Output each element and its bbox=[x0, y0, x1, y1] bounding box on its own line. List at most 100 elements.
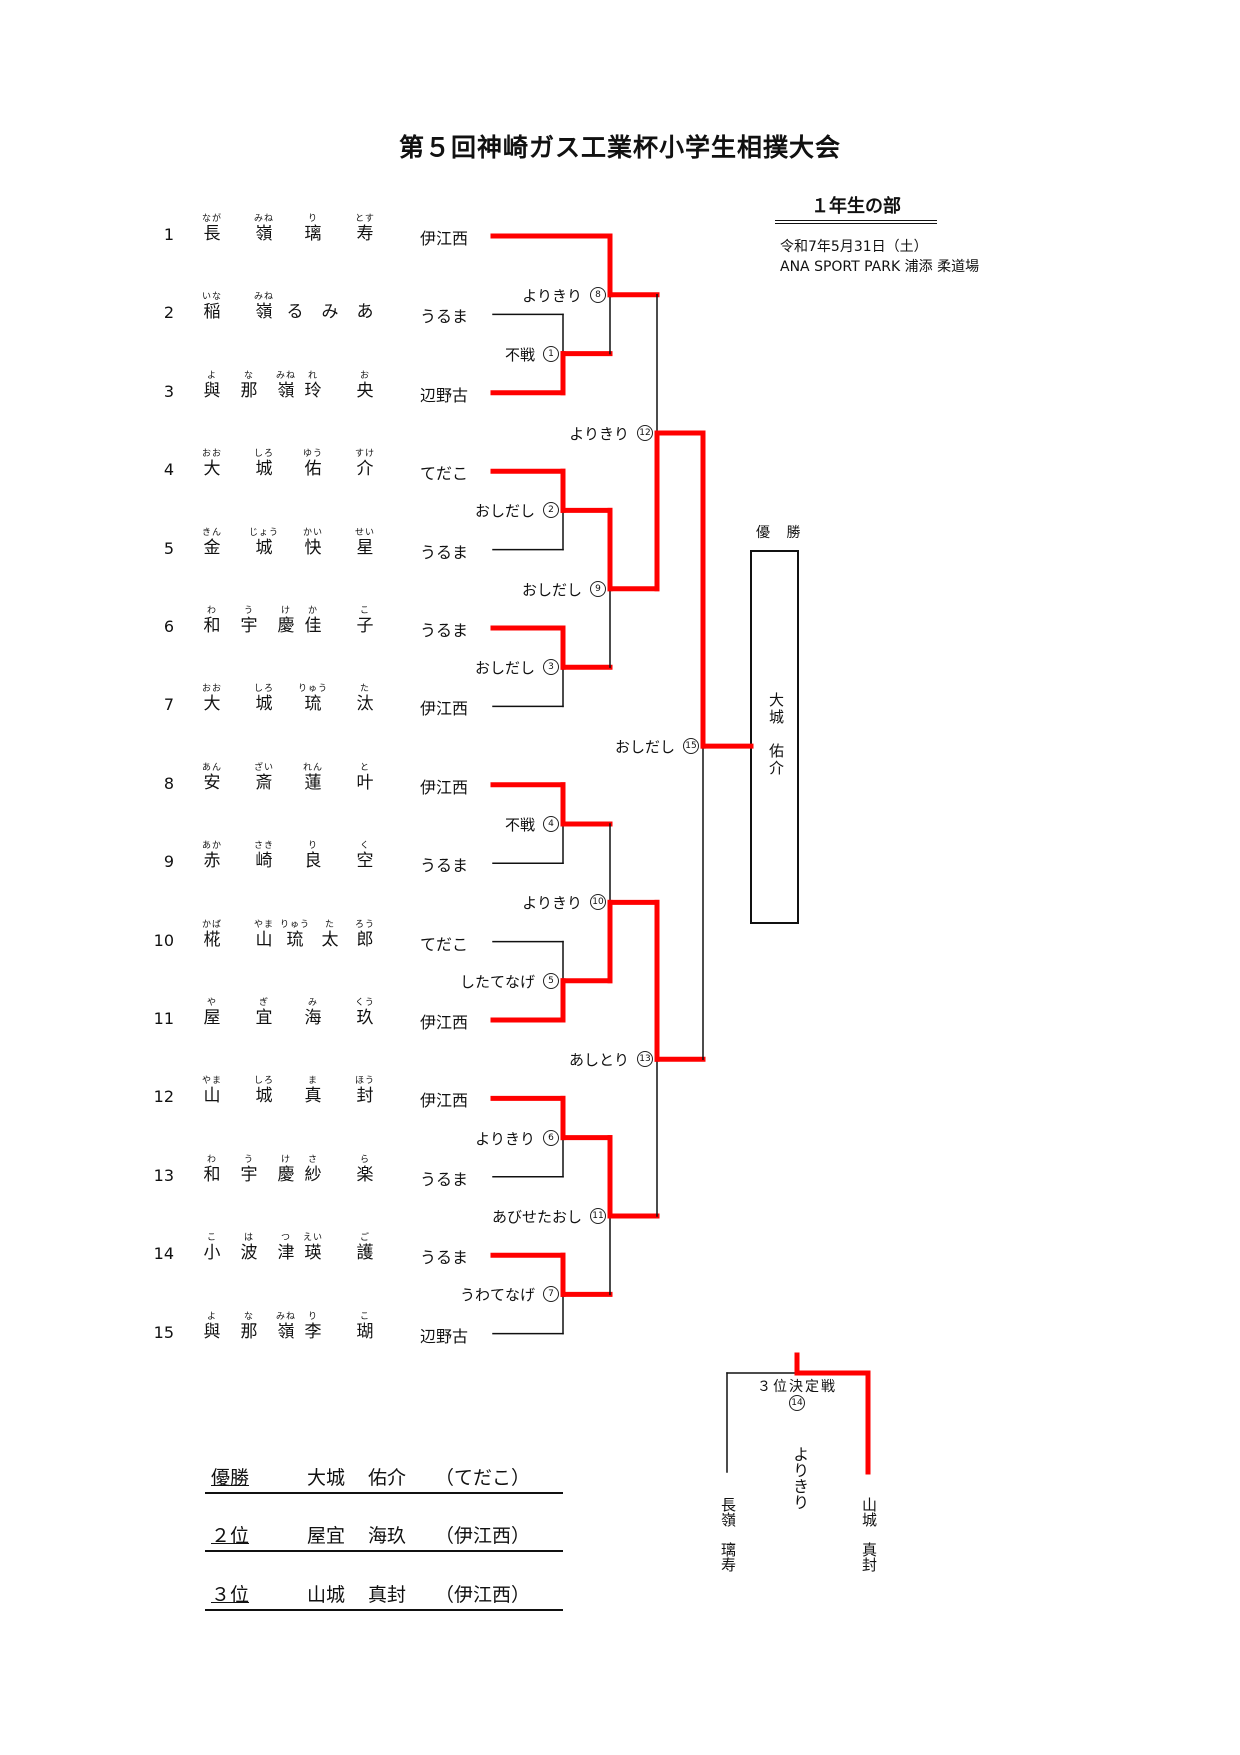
furigana: じょう bbox=[249, 527, 280, 538]
match-number-13: 13 bbox=[637, 1051, 653, 1068]
name-char: りゅう琉 bbox=[280, 920, 309, 950]
name-char: た汰 bbox=[356, 684, 374, 714]
furigana: かい bbox=[303, 527, 324, 538]
furigana: なが bbox=[202, 214, 223, 224]
entrant-school: 伊江西 bbox=[420, 1013, 469, 1032]
kimarite-label: 不戦 bbox=[504, 816, 535, 834]
kanji: 城 bbox=[255, 1086, 273, 1107]
entrant-given-name: りゅう琉た汰 bbox=[298, 684, 374, 715]
kanji: 慶 bbox=[277, 616, 295, 636]
kanji: 汰 bbox=[356, 694, 374, 715]
furigana: ま bbox=[307, 1076, 318, 1087]
name-char: こ子 bbox=[356, 606, 374, 636]
entrant-given-name: りゅう琉た太ろう郎 bbox=[280, 919, 376, 950]
name-char: えい瑛 bbox=[303, 1233, 322, 1264]
name-char: り璃 bbox=[304, 214, 322, 244]
furigana: く bbox=[359, 841, 370, 852]
furigana: り bbox=[307, 214, 318, 224]
kanji: 山 bbox=[203, 1086, 221, 1107]
entrant-school: うるま bbox=[420, 307, 469, 327]
name-char: ら楽 bbox=[356, 1155, 374, 1185]
kimarite-label: おしだし bbox=[614, 738, 675, 757]
result-surname: 屋宜 bbox=[307, 1525, 346, 1547]
furigana: しろ bbox=[254, 1076, 275, 1087]
match-number-2: 2 bbox=[543, 502, 559, 519]
furigana: こ bbox=[359, 1311, 370, 1322]
entrant-given-name: り李こ瑚 bbox=[304, 1312, 374, 1342]
furigana: こ bbox=[206, 1233, 217, 1244]
furigana: う bbox=[243, 1154, 254, 1165]
entrant-number: 15 bbox=[153, 1322, 174, 1342]
kanji: 那 bbox=[240, 380, 258, 401]
kanji: 楽 bbox=[356, 1164, 374, 1185]
kanji: 崎 bbox=[255, 851, 273, 872]
name-char: と叶 bbox=[356, 763, 374, 793]
name-char: う宇 bbox=[240, 1155, 258, 1185]
kanji: 琉 bbox=[304, 694, 322, 715]
entrant-given-name: えい瑛ご護 bbox=[303, 1233, 374, 1264]
match-number-5: 5 bbox=[543, 972, 559, 989]
furigana: な bbox=[243, 370, 254, 381]
kimarite-label: 不戦 bbox=[504, 345, 535, 364]
furigana: は bbox=[243, 1233, 254, 1244]
kanji: 子 bbox=[356, 616, 374, 636]
kanji: 瑛 bbox=[304, 1243, 322, 1264]
name-char: か佳 bbox=[304, 606, 322, 636]
event-venue: ANA SPORT PARK 浦添 柔道場 bbox=[780, 259, 980, 275]
entrant-number: 4 bbox=[163, 460, 174, 480]
kanji: 紗 bbox=[304, 1164, 322, 1185]
furigana: ご bbox=[359, 1233, 370, 1244]
name-char: さ紗 bbox=[304, 1155, 322, 1185]
result-given: 海玖 bbox=[368, 1525, 407, 1547]
name-char: れ玲 bbox=[304, 371, 322, 401]
name-char: た太 bbox=[321, 920, 339, 950]
match-number-8: 8 bbox=[590, 286, 606, 303]
name-char: り良 bbox=[304, 841, 322, 871]
kanji: 快 bbox=[304, 537, 322, 558]
furigana: と bbox=[359, 762, 370, 773]
name-char: すけ介 bbox=[355, 449, 376, 479]
match-number-15: 15 bbox=[683, 738, 699, 755]
kanji: 慶 bbox=[277, 1164, 295, 1185]
name-char: きん金 bbox=[202, 527, 223, 558]
kanji: 封 bbox=[356, 1086, 374, 1107]
furigana: かば bbox=[202, 919, 223, 930]
name-char: りゅう琉 bbox=[298, 684, 327, 715]
kanji: 椛 bbox=[203, 929, 221, 950]
entrant-number: 14 bbox=[153, 1244, 174, 1264]
name-char: あん安 bbox=[202, 763, 221, 793]
name-char: じょう城 bbox=[249, 528, 278, 558]
entrant-given-name: さ紗 ら楽 bbox=[304, 1155, 374, 1185]
furigana: すけ bbox=[355, 449, 376, 460]
name-char: せい星 bbox=[355, 527, 376, 558]
furigana: ろう bbox=[355, 919, 376, 930]
kimarite-label: したてなげ bbox=[459, 972, 535, 991]
entrant-surname: なが長みね嶺 bbox=[202, 214, 273, 244]
champion-label: 優 勝 bbox=[756, 525, 807, 541]
name-char: みね嶺 bbox=[276, 1312, 295, 1342]
name-char: う宇 bbox=[240, 606, 258, 636]
result-school: （てだこ） bbox=[435, 1467, 531, 1489]
entrant-number: 9 bbox=[163, 852, 174, 872]
entrant-school: 辺野古 bbox=[420, 385, 469, 405]
furigana: か bbox=[307, 606, 318, 616]
entrant-school: てだこ bbox=[420, 934, 469, 954]
name-char: さき崎 bbox=[254, 841, 273, 872]
furigana: ら bbox=[359, 1154, 370, 1165]
match-number-3: 3 bbox=[543, 659, 559, 676]
furigana: きん bbox=[202, 527, 223, 538]
kanji: 玖 bbox=[356, 1008, 374, 1028]
name-char: り李 bbox=[304, 1312, 322, 1342]
match-number-6: 6 bbox=[543, 1129, 559, 1146]
furigana: ゆう bbox=[303, 449, 324, 460]
furigana: せい bbox=[355, 527, 376, 538]
match-number-4: 4 bbox=[543, 816, 559, 832]
entrant-surname: おお大しろ城 bbox=[202, 684, 273, 715]
name-char: かい快 bbox=[303, 527, 324, 558]
entrant-surname: わ和う宇け慶 bbox=[203, 1155, 295, 1185]
entrant-given-name: み海くう玖 bbox=[304, 998, 374, 1028]
kanji: 海 bbox=[304, 1008, 322, 1028]
division-heading: １年生の部 bbox=[775, 192, 937, 224]
kanji: 大 bbox=[203, 694, 221, 715]
